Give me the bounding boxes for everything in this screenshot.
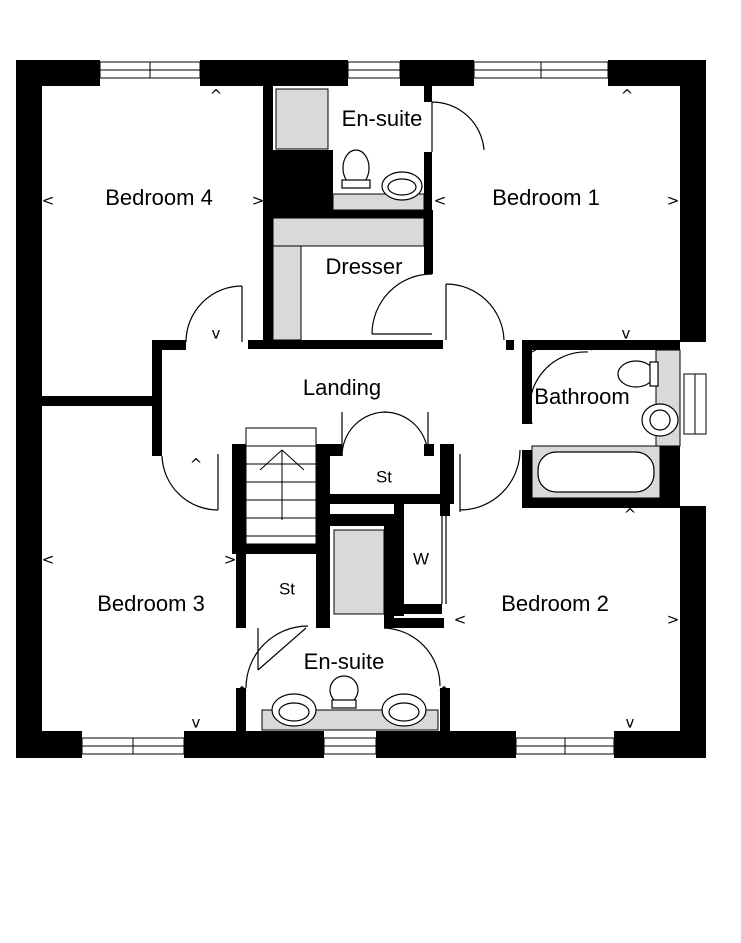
- marker-caret-icon: v: [622, 325, 631, 343]
- marker-caret-icon: <: [42, 192, 55, 210]
- doors: [161, 101, 593, 689]
- label-dresser: Dresser: [325, 254, 402, 279]
- marker-caret-icon: <: [434, 192, 447, 210]
- marker-caret-icon: >: [224, 551, 237, 569]
- marker-caret-icon: v: [192, 714, 201, 732]
- label-bedroom-2: Bedroom 2: [501, 591, 609, 616]
- label-bedroom-1: Bedroom 1: [492, 185, 600, 210]
- marker-caret-icon: <: [42, 551, 55, 569]
- marker-caret-icon: ^: [236, 684, 249, 702]
- orientation-markers: ^ ^ < > < > v v ^ ^ < > < > ^ ^ v v: [42, 87, 680, 732]
- label-bedroom-4: Bedroom 4: [105, 185, 213, 210]
- label-store-lower: St: [279, 579, 295, 598]
- marker-caret-icon: ^: [210, 87, 223, 105]
- marker-caret-icon: >: [667, 611, 680, 629]
- internal-walls: [42, 86, 680, 731]
- marker-caret-icon: v: [626, 714, 635, 732]
- marker-caret-icon: ^: [190, 456, 203, 474]
- windows: [81, 61, 707, 755]
- room-labels: Bedroom 4 En-suite Bedroom 1 Dresser Lan…: [97, 106, 630, 674]
- label-ensuite-top: En-suite: [342, 106, 423, 131]
- outer-walls: [16, 60, 706, 758]
- marker-caret-icon: <: [454, 611, 467, 629]
- fixtures: [261, 88, 681, 731]
- marker-caret-icon: >: [667, 192, 680, 210]
- marker-caret-icon: v: [212, 325, 221, 343]
- label-ensuite-bottom: En-suite: [304, 649, 385, 674]
- label-store-landing: St: [376, 467, 392, 486]
- label-wardrobe: W: [413, 549, 429, 568]
- marker-caret-icon: ^: [624, 506, 637, 524]
- marker-caret-icon: >: [252, 192, 265, 210]
- label-bathroom: Bathroom: [534, 384, 629, 409]
- staircase: [245, 427, 317, 545]
- label-bedroom-3: Bedroom 3: [97, 591, 205, 616]
- marker-caret-icon: ^: [621, 87, 634, 105]
- marker-caret-icon: ^: [438, 684, 451, 702]
- label-landing: Landing: [303, 375, 381, 400]
